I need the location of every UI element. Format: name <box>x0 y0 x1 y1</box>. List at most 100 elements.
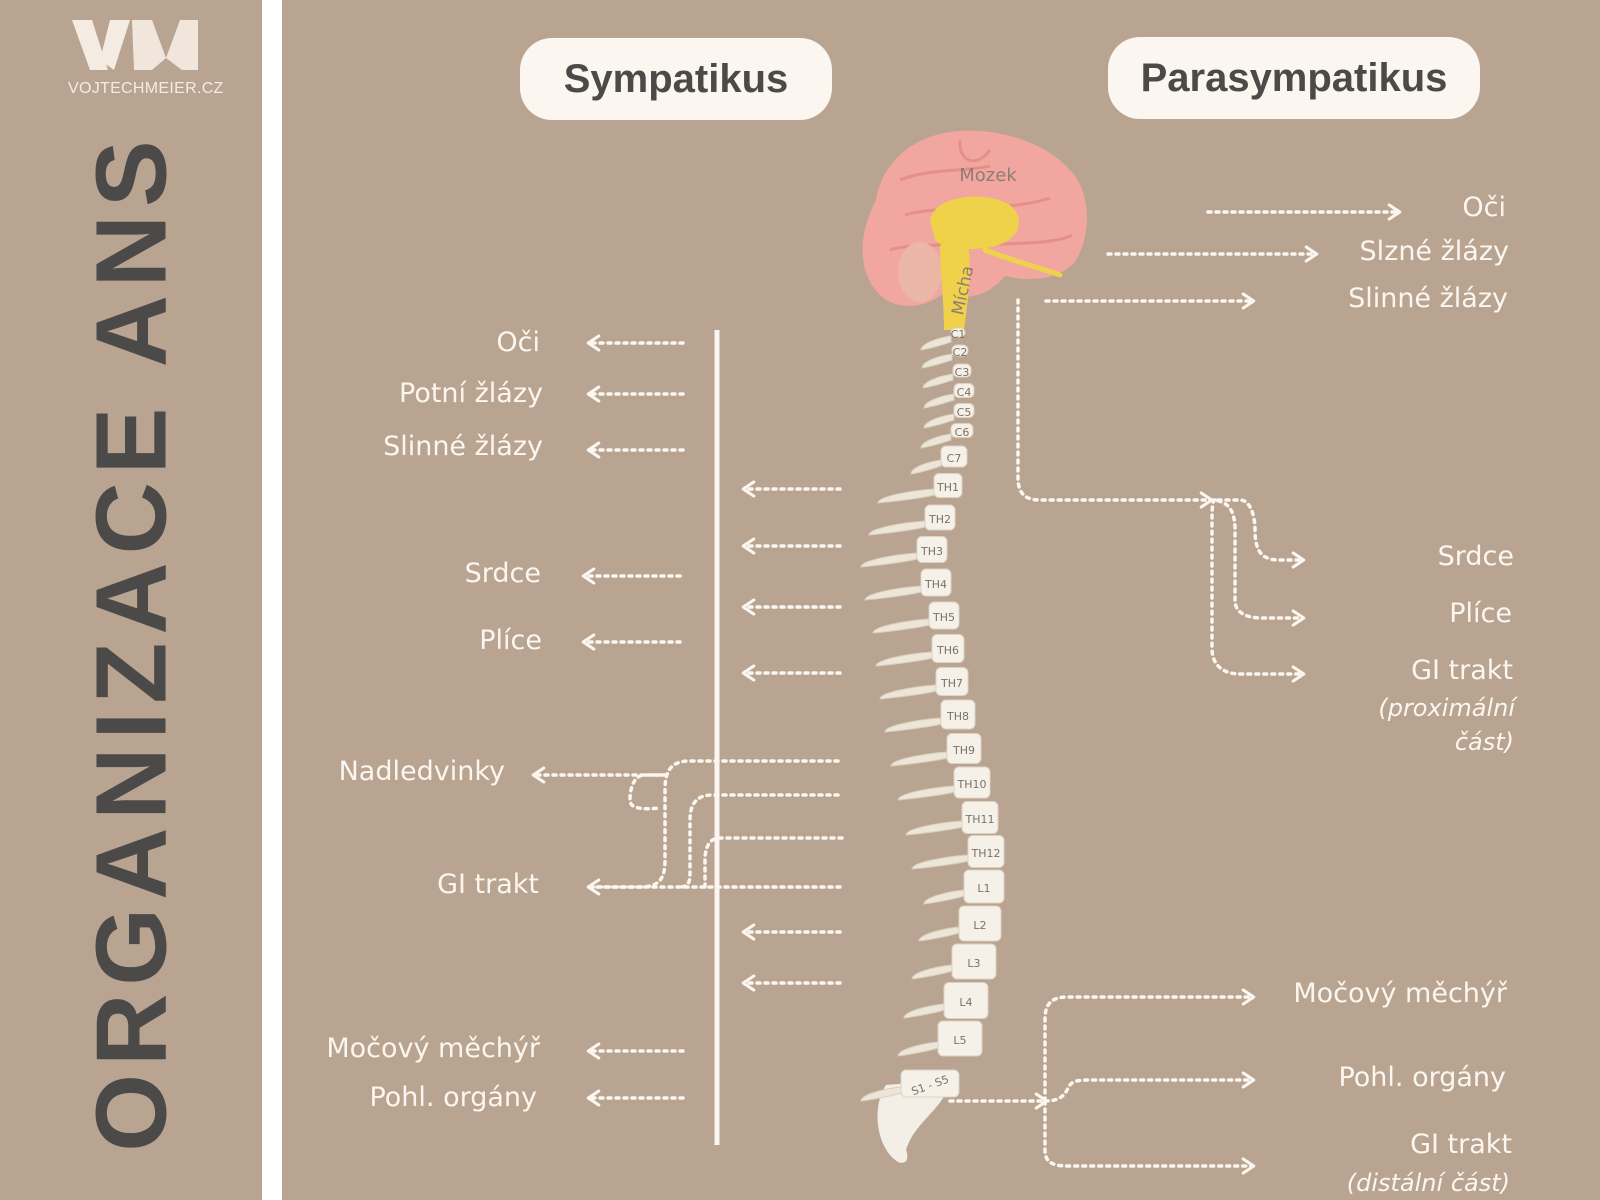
vertebra-body <box>937 1020 983 1057</box>
vertebra-label: C1 <box>951 328 966 341</box>
symp-target-adrenals: Nadledvinky <box>338 756 505 787</box>
para-target-tear-glands: Slzné žlázy <box>1359 236 1510 267</box>
vertebra-body <box>952 363 972 378</box>
vertebra-label: C6 <box>955 426 970 439</box>
vertebra-body <box>950 423 974 438</box>
vertebra-body <box>931 634 965 663</box>
para-target-gi-proximal: GI trakt <box>1411 655 1513 686</box>
vertebra-process <box>911 964 953 980</box>
vertebra-process <box>875 651 933 667</box>
sympatikus-heading: Sympatikus <box>520 38 832 120</box>
vertebra-body <box>958 905 1002 942</box>
vertebra-process <box>897 785 955 801</box>
vertebra-label: C7 <box>947 452 962 465</box>
vertebra-label: TH5 <box>932 611 955 624</box>
vertebra-label: C2 <box>953 346 968 359</box>
brain-illustration <box>862 130 1087 330</box>
vertebra-label: TH9 <box>952 744 975 757</box>
symp-target-lungs: Plíce <box>479 625 542 656</box>
vertebra-body <box>961 801 999 834</box>
vertebra-body <box>946 733 982 764</box>
vertebra-body <box>924 504 956 531</box>
vertebra-label: C4 <box>957 386 972 399</box>
vertebra-label: L1 <box>977 882 990 895</box>
vertebra-process <box>879 684 937 700</box>
vertebra-process <box>897 1041 939 1057</box>
logo-text: VOJTECHMEIER.CZ <box>68 80 224 97</box>
vertebra-label: C3 <box>955 366 970 379</box>
vertebra-label: TH10 <box>957 778 987 791</box>
symp-target-salivary-glands: Slinné žlázy <box>383 431 543 462</box>
vertebra-process <box>921 353 953 369</box>
symp-target-heart: Srdce <box>464 558 541 589</box>
vertebra-body <box>928 601 960 630</box>
vertebra-process <box>877 488 935 504</box>
vertebra-body <box>953 766 991 799</box>
vertebra-body <box>963 869 1005 904</box>
vertebra-process <box>911 854 969 870</box>
brain-label: Mozek <box>959 165 1017 186</box>
symp-target-sex-organs: Pohl. orgány <box>369 1082 537 1113</box>
vertebra-process <box>920 433 952 449</box>
vertebra-body <box>920 568 952 597</box>
vertebra-label: TH11 <box>965 813 995 826</box>
vertebra-body <box>933 473 963 498</box>
parasympatikus-heading: Parasympatikus <box>1108 37 1480 119</box>
vertebra-process <box>872 618 930 634</box>
vertebra-process <box>903 1003 945 1019</box>
symp-target-eyes: Oči <box>496 327 540 358</box>
para-target-sex-organs: Pohl. orgány <box>1338 1062 1506 1093</box>
symp-target-sweat-glands: Potní žlázy <box>399 378 543 409</box>
vertebra-body <box>943 982 989 1019</box>
vertebra-label: TH3 <box>920 545 943 558</box>
para-target-lungs: Plíce <box>1449 598 1512 629</box>
vertebra-label: TH8 <box>946 710 969 723</box>
vertebra-process <box>922 373 954 389</box>
vertebra-process <box>923 889 965 905</box>
spine-illustration: C1C2C3C4C5C6C7TH1TH2TH3TH4TH5TH6TH7TH8TH… <box>860 327 1005 1163</box>
vertebra-label: TH12 <box>971 847 1001 860</box>
vertebra-label: TH4 <box>924 578 947 591</box>
vertebra-body <box>951 943 997 980</box>
vertebra-body <box>953 403 975 418</box>
vertebra-body <box>950 327 966 338</box>
vertebra-body <box>935 667 969 696</box>
parasympathetic-arrows <box>948 203 1402 1175</box>
vertebra-body <box>940 445 968 468</box>
vertebra-body <box>953 383 975 398</box>
vertebra-process <box>918 926 960 942</box>
vertebra-label: L3 <box>967 957 980 970</box>
para-target-eyes: Oči <box>1462 192 1506 223</box>
vertebra-process <box>920 335 952 351</box>
vertebra-process <box>923 413 955 429</box>
vertebra-process <box>864 585 922 601</box>
para-gi-proximal-note-2: část) <box>1454 728 1514 756</box>
vertebra-process <box>910 459 942 475</box>
vertebra-process <box>905 820 963 836</box>
divider-bar <box>262 0 282 1200</box>
logo <box>60 12 220 78</box>
symp-target-gi-tract: GI trakt <box>437 869 539 900</box>
sympathetic-arrows <box>531 334 844 1107</box>
vertebra-body <box>916 536 948 563</box>
left-panel <box>0 0 262 1200</box>
vertebra-body <box>951 344 969 357</box>
para-target-gi-distal: GI trakt <box>1410 1129 1512 1160</box>
vertebra-process <box>884 717 942 733</box>
vertebra-process <box>868 520 926 536</box>
vertebra-process <box>860 1086 902 1102</box>
symp-target-bladder: Močový měchýř <box>326 1033 540 1064</box>
vertebra-label: L5 <box>953 1034 966 1047</box>
vertebra-label: TH7 <box>940 677 963 690</box>
para-gi-distal-note: (distální část) <box>1346 1169 1510 1197</box>
vertebra-label: L4 <box>959 996 972 1009</box>
para-target-salivary-glands: Slinné žlázy <box>1348 283 1508 314</box>
logo-mark-icon <box>72 20 198 70</box>
para-target-bladder: Močový měchýř <box>1293 978 1507 1009</box>
vertebra-label: TH1 <box>936 481 959 494</box>
vertebra-process <box>890 751 948 767</box>
vertebra-process <box>923 393 955 409</box>
para-gi-proximal-note-1: (proximální <box>1378 694 1515 722</box>
para-target-heart: Srdce <box>1437 541 1514 572</box>
